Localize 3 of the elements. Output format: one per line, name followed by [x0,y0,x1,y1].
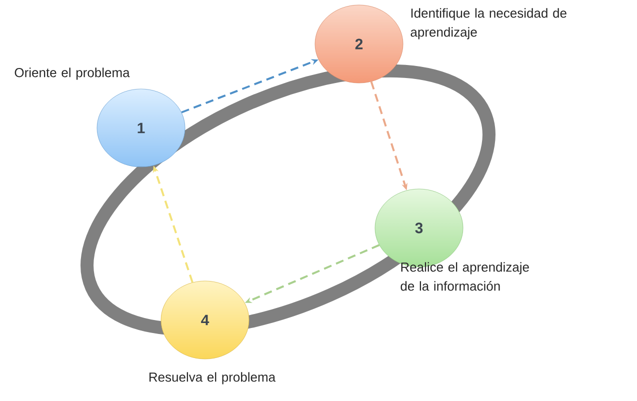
step-caption: Resuelva el problema [149,372,276,384]
step-caption: Identifique la necesidad de aprendizaje [410,8,566,40]
step-caption: Oriente el problema [14,68,130,80]
